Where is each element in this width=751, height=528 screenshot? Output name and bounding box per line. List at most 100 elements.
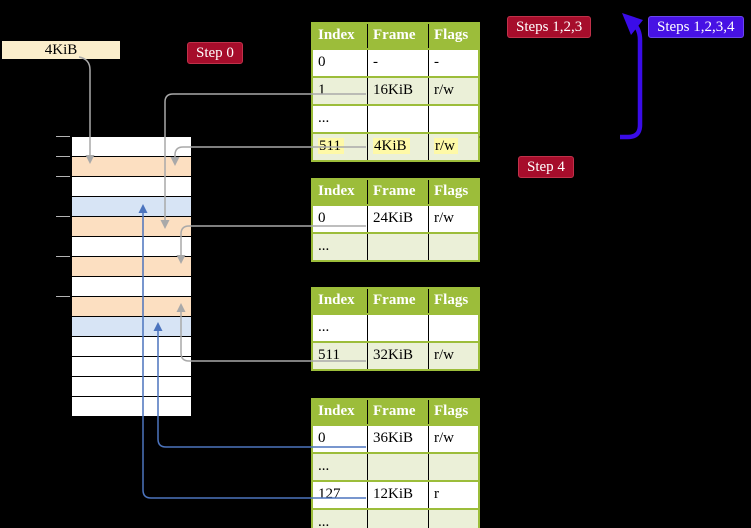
- page-table-cell: [367, 234, 428, 260]
- page-table-cell: 16KiB: [367, 78, 428, 104]
- page-table-cell: [367, 454, 428, 480]
- page-table-cell: r/w: [428, 343, 478, 369]
- memory-frame-row: [72, 217, 191, 237]
- page-table-cell: 36KiB: [367, 426, 428, 452]
- page-table-cell: r/w: [428, 78, 478, 104]
- page-table-cell: 32KiB: [367, 343, 428, 369]
- page-table-cell: -: [367, 50, 428, 76]
- page-table-header-cell: Flags: [428, 289, 478, 313]
- black-arrow-remnant: [479, 133, 487, 141]
- page-table-cell: 0: [318, 210, 326, 226]
- highlighted-cell-text: 4KiB: [373, 138, 410, 154]
- page-table-cell: -: [428, 50, 478, 76]
- page-table-row: ...: [313, 508, 478, 528]
- memory-frame-row: [72, 157, 191, 177]
- page-table-header-cell: Flags: [428, 400, 478, 424]
- page-table-cell: 4KiB: [367, 134, 428, 160]
- page-table-cell: 0: [318, 54, 326, 70]
- page-table-header-cell: Frame: [367, 180, 428, 204]
- memory-frame-row: [72, 337, 191, 357]
- page-table-cell: ...: [318, 458, 330, 474]
- page-table-cell: 127: [318, 486, 341, 502]
- page-table-header-cell: Frame: [367, 24, 428, 48]
- page-table-cell: 1: [318, 82, 326, 98]
- page-table-cell: r/w: [428, 426, 478, 452]
- page-size-label-text: 4KiB: [44, 42, 78, 58]
- page-table-cell: ...: [318, 110, 330, 126]
- page-size-label: 4KiB: [2, 41, 120, 59]
- page-table-cell: 0: [318, 430, 326, 446]
- page-table-header-cell: Frame: [367, 400, 428, 424]
- page-table-header-cell: Index: [318, 183, 355, 199]
- step-4-badge: Step 4: [518, 156, 574, 178]
- highlighted-cell-text: 511: [318, 138, 344, 154]
- page-table-cell: [367, 315, 428, 341]
- page-table-row: ...: [313, 232, 478, 260]
- page-table-row: 0 --: [313, 48, 478, 76]
- memory-frame-row: [72, 317, 191, 337]
- page-table-header-cell: Flags: [428, 180, 478, 204]
- memory-frame-row: [72, 177, 191, 197]
- page-table-cell: [428, 315, 478, 341]
- annotation-arrow-shaft: [620, 21, 643, 140]
- page-table-cell: 511: [318, 347, 340, 363]
- memory-frame-row: [72, 277, 191, 297]
- physical-memory-strip: [71, 136, 192, 417]
- memory-tick: [56, 296, 70, 297]
- memory-frame-row: [72, 377, 191, 397]
- memory-frame-row: [72, 257, 191, 277]
- page-table-row: ...: [313, 313, 478, 341]
- page-table-cell: [428, 106, 478, 132]
- memory-frame-row: [72, 237, 191, 257]
- page-table-cell: ...: [318, 319, 330, 335]
- steps-123-badge: Steps 1,2,3: [507, 16, 592, 38]
- annotation-arrowhead: [622, 13, 643, 35]
- highlighted-cell-text: r/w: [434, 138, 458, 154]
- memory-frame-row: [72, 397, 191, 416]
- page-table-row: ...: [313, 104, 478, 132]
- page-table-header-cell: Index: [318, 403, 355, 419]
- page-table-cell: r/w: [428, 134, 478, 160]
- memory-frame-row: [72, 137, 191, 157]
- page-table-header-cell: Flags: [428, 24, 478, 48]
- memory-frame-row: [72, 197, 191, 217]
- steps-annotation-arrow: [620, 13, 643, 140]
- step-4-label: Step 4: [527, 159, 565, 175]
- memory-tick: [56, 216, 70, 217]
- page-table-row: 511 4KiB r/w: [313, 132, 478, 160]
- memory-frame-row: [72, 297, 191, 317]
- page-table-cell: [428, 454, 478, 480]
- page-table-cell: ...: [318, 238, 330, 254]
- step-0-badge: Step 0: [187, 42, 243, 64]
- page-table-cell: [367, 106, 428, 132]
- steps-123-label: Steps 1,2,3: [516, 19, 583, 35]
- page-table-cell: 12KiB: [367, 482, 428, 508]
- page-table-cell: 511: [313, 134, 367, 160]
- page-table-row: ...: [313, 452, 478, 480]
- page-table-cell: [367, 510, 428, 528]
- page-table-header-cell: Index: [318, 27, 355, 43]
- memory-frame-row: [72, 357, 191, 377]
- page-table-cell: ...: [318, 514, 330, 528]
- steps-1234-badge: Steps 1,2,3,4: [648, 16, 744, 38]
- memory-tick: [56, 256, 70, 257]
- page-table-cell: 24KiB: [367, 206, 428, 232]
- step-0-label: Step 0: [196, 45, 234, 61]
- memory-tick: [56, 156, 70, 157]
- page-table-cell: [428, 510, 478, 528]
- memory-tick: [56, 136, 70, 137]
- page-table-header-cell: Index: [318, 292, 355, 308]
